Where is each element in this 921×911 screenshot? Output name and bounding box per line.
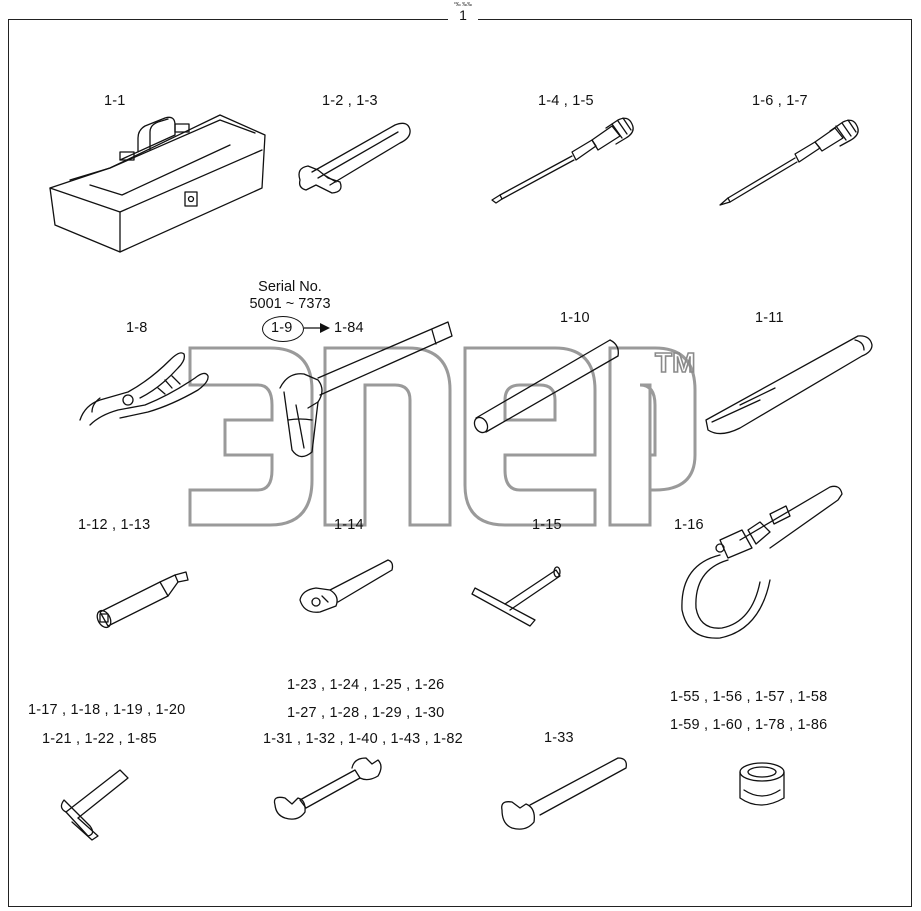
- part-label-round-bar: 1-10: [560, 310, 590, 326]
- serial-from: 1-9: [271, 320, 293, 336]
- t-wrench-illustration: [471, 566, 561, 627]
- pliers-illustration: [79, 352, 209, 426]
- hex-key-illustration: [60, 769, 129, 841]
- socket-extension-illustration: [96, 571, 189, 629]
- page-marker: °‰ ‰‰: [453, 2, 473, 8]
- trademark-mark: TM: [655, 347, 695, 378]
- part-label-extension: 1-12 , 1-13: [78, 517, 151, 533]
- page-header: °‰ ‰‰ 1: [448, 2, 478, 22]
- open-end-wrench-illustration: [273, 757, 382, 820]
- part-label-wrenches-row2: 1-27 , 1-28 , 1-29 , 1-30: [287, 705, 445, 721]
- flat-screwdriver-illustration: [491, 117, 634, 204]
- part-label-flat-screwdriver: 1-4 , 1-5: [538, 93, 594, 109]
- part-label-sockets-row2: 1-59 , 1-60 , 1-78 , 1-86: [670, 717, 828, 733]
- part-label-adjustable-wrench: 1-2 , 1-3: [322, 93, 378, 109]
- part-label-wrenches-row1: 1-23 , 1-24 , 1-25 , 1-26: [287, 677, 445, 693]
- hammer-bar-illustration: [279, 321, 453, 458]
- part-label-ratchet: 1-14: [334, 517, 364, 533]
- part-label-t-wrench: 1-15: [532, 517, 562, 533]
- part-label-hex-keys-row2: 1-21 , 1-22 , 1-85: [42, 731, 157, 747]
- part-label-pliers: 1-8: [126, 320, 148, 336]
- toolbox-illustration: [49, 114, 266, 253]
- round-bar-illustration: [473, 339, 619, 434]
- part-label-spanner: 1-33: [544, 730, 574, 746]
- phillips-screwdriver-illustration: [719, 119, 859, 206]
- adjustable-wrench-illustration: [298, 122, 411, 194]
- part-label-hex-keys-row1: 1-17 , 1-18 , 1-19 , 1-20: [28, 702, 186, 718]
- part-label-sockets-row1: 1-55 , 1-56 , 1-57 , 1-58: [670, 689, 828, 705]
- serial-range: 5001 ~ 7373: [249, 296, 331, 312]
- serial-from-oval: [262, 316, 304, 342]
- spanner-wrench-illustration: [501, 757, 627, 830]
- part-label-toolbox: 1-1: [104, 93, 126, 109]
- part-label-phillips-screwdriver: 1-6 , 1-7: [752, 93, 808, 109]
- part-label-pry-bar: 1-11: [755, 310, 784, 326]
- serial-to: 1-84: [334, 320, 364, 336]
- filter-wrench-illustration: [681, 485, 843, 639]
- pry-bar-illustration: [705, 335, 873, 435]
- page-number: 1: [448, 8, 478, 22]
- part-label-wrenches-row3: 1-31 , 1-32 , 1-40 , 1-43 , 1-82: [263, 731, 463, 747]
- serial-title: Serial No.: [258, 279, 322, 295]
- serial-arrow: [304, 323, 330, 333]
- part-label-filter-wrench: 1-16: [674, 517, 704, 533]
- ratchet-handle-illustration: [299, 559, 394, 613]
- socket-illustration: [739, 762, 785, 806]
